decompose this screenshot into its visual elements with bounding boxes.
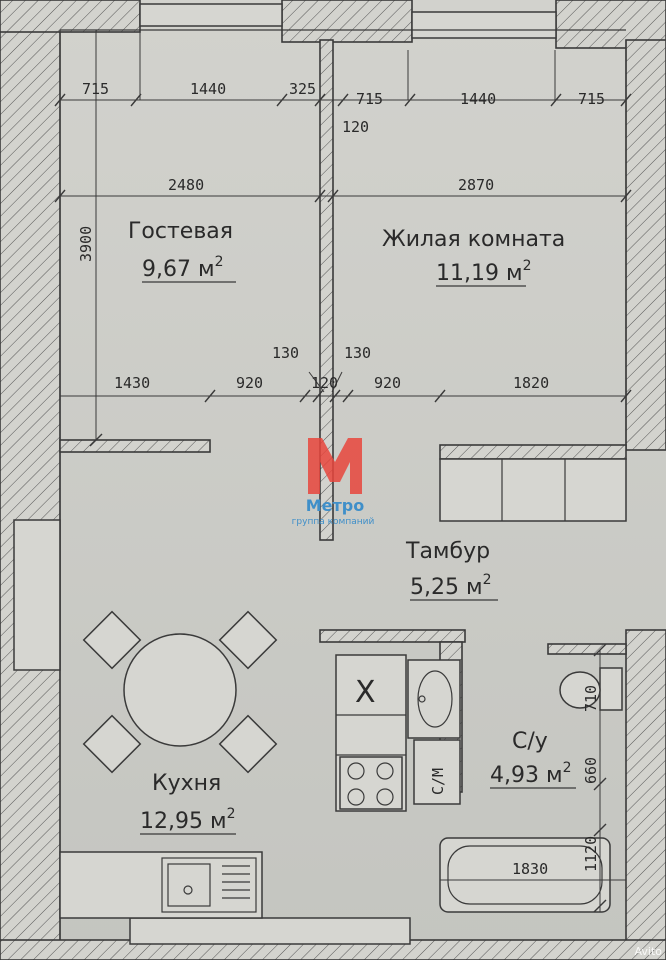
cabinet-x-mark: X: [355, 675, 376, 710]
washbasin-icon: [407, 659, 461, 739]
dim-bath-1120: 1120: [582, 836, 600, 872]
window-top-right: [411, 11, 557, 39]
dim-top-325: 325: [289, 80, 316, 98]
dim-bottom-920-right: 920: [374, 374, 401, 392]
dim-height-3900: 3900: [77, 226, 95, 262]
dim-bottom-920-left: 920: [236, 374, 263, 392]
room-vestibule-area: 5,25 м2: [410, 572, 492, 600]
wall-right: [625, 39, 666, 451]
partition-living-bottom: [439, 444, 627, 460]
kitchen-sink-icon: [161, 857, 257, 913]
window-bottom: [129, 917, 411, 945]
dim-door-130-right: 130: [344, 344, 371, 362]
dimension-ticks: [54, 93, 632, 913]
wardrobe: [439, 458, 627, 522]
partition-guest-bottom: [59, 439, 211, 453]
bathtub-icon: [439, 837, 611, 913]
window-left: [13, 519, 61, 671]
wall-bath-top-right: [547, 643, 627, 655]
room-living-name: Жилая комната: [382, 227, 565, 252]
logo-word: Метро: [305, 496, 365, 515]
room-bathroom-name: С/у: [512, 729, 548, 754]
room-guest-area: 9,67 м2: [142, 254, 224, 282]
wall-right-lower: [625, 629, 666, 960]
room-vestibule-name: Тамбур: [405, 539, 490, 564]
dim-bottom-1430: 1430: [114, 374, 150, 392]
wall-top-left: [0, 0, 141, 33]
room-kitchen-name: Кухня: [152, 771, 221, 796]
dim-wc-710: 710: [582, 685, 600, 712]
dim-bottom-120: 120: [311, 374, 338, 392]
dim-bath-1830: 1830: [512, 860, 548, 878]
metro-logo-icon: [308, 438, 362, 494]
room-living-area: 11,19 м2: [436, 258, 532, 286]
dim-wall-120-top: 120: [342, 118, 369, 136]
stove-icon: [339, 756, 403, 810]
room-kitchen-area: 12,95 м2: [140, 806, 236, 834]
wall-left: [0, 0, 61, 960]
dim-top-left-715: 715: [82, 80, 109, 98]
washer-box: [413, 739, 461, 805]
dim-guest-width: 2480: [168, 176, 204, 194]
room-bathroom-area: 4,93 м2: [490, 760, 572, 788]
partition-center: [319, 39, 334, 541]
wall-bath-top-left: [319, 629, 466, 643]
dim-top-right-715b: 715: [578, 90, 605, 108]
wall-top-mid: [281, 0, 413, 43]
logo-subtitle: группа компаний: [291, 517, 375, 527]
dim-living-width: 2870: [458, 176, 494, 194]
kitchen-counter: [59, 851, 263, 919]
washer-label: С/М: [429, 768, 447, 795]
dim-top-left-1440: 1440: [190, 80, 226, 98]
room-guest-name: Гостевая: [128, 219, 233, 244]
dim-wc-660: 660: [582, 757, 600, 784]
dining-table-icon: [82, 610, 278, 774]
dim-bottom-1820: 1820: [513, 374, 549, 392]
dim-top-right-1440: 1440: [460, 90, 496, 108]
window-top-left: [139, 3, 283, 27]
dim-top-right-715a: 715: [356, 90, 383, 108]
watermark: Avito: [634, 945, 663, 958]
dim-door-130-left: 130: [272, 344, 299, 362]
